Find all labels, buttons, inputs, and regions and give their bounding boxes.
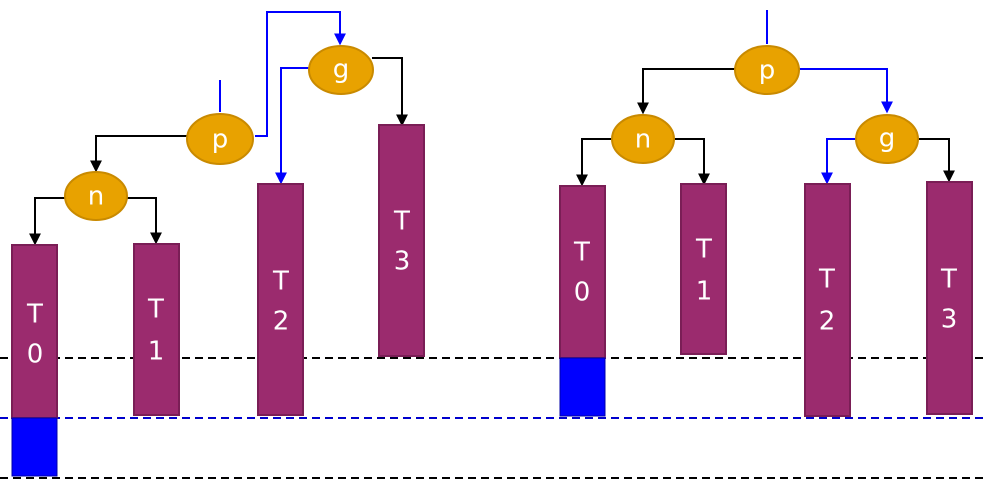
left-t2-label-letter: T	[272, 267, 289, 297]
left-subtree-t0	[11, 244, 58, 419]
left-node-p	[186, 113, 254, 165]
left-subtree-t2	[257, 183, 304, 416]
left-t2-label-index: 2	[273, 307, 290, 337]
right-node-p-label: p	[759, 56, 776, 86]
right-t1-label-letter: T	[695, 235, 712, 265]
left-edge-n-to-t0	[29, 197, 65, 246]
left-node-g	[308, 45, 374, 95]
left-node-g-label: g	[333, 55, 350, 85]
right-node-n-label: n	[635, 125, 651, 155]
left-t3-label-letter: T	[393, 207, 410, 237]
right-node-g	[855, 114, 919, 164]
right-node-p	[734, 45, 800, 95]
left-node-n	[64, 171, 128, 221]
right-t1-label-index: 1	[696, 277, 713, 307]
left-node-n-label: n	[88, 182, 104, 212]
right-node-g-label: g	[879, 124, 896, 154]
right-t0-label-letter: T	[573, 238, 590, 268]
right-edge-n-to-t1	[674, 138, 710, 186]
right-subtree-t0	[559, 185, 606, 359]
right-t3-label-index: 3	[941, 305, 958, 335]
left-t1-label-letter: T	[147, 295, 164, 325]
left-tree: T 0 T 1 T 2 T 3 g p n	[11, 11, 425, 477]
right-t3-label-letter: T	[940, 265, 957, 295]
right-subtree-t1	[680, 183, 727, 355]
right-edge-g-to-t3	[918, 138, 955, 183]
left-edge-g-to-t3	[372, 57, 408, 127]
right-subtree-t2	[804, 183, 851, 417]
left-t3-label-index: 3	[394, 247, 411, 277]
right-t0-label-index: 0	[574, 278, 591, 308]
left-edge-p-to-g	[255, 11, 346, 137]
left-t1-label-index: 1	[148, 337, 165, 367]
right-edge-n-to-t0	[576, 138, 612, 187]
left-edge-p-to-n	[90, 135, 187, 173]
left-node-p-label: p	[212, 125, 229, 155]
right-edge-p-to-n	[637, 68, 735, 115]
right-subtree-t3	[926, 181, 973, 415]
left-edge-n-to-t1	[126, 197, 162, 245]
left-t0-label-index: 0	[27, 340, 44, 370]
right-t2-label-letter: T	[818, 265, 835, 295]
left-edge-g-to-t2	[275, 67, 312, 185]
right-edge-g-to-t2	[821, 138, 856, 185]
right-tree: T 0 T 1 T 2 T 3 p n g	[559, 10, 973, 417]
left-subtree-t1	[133, 243, 180, 416]
left-subtree-t0-extra-level	[11, 417, 58, 477]
left-subtree-t3	[378, 124, 425, 357]
right-t2-label-index: 2	[819, 307, 836, 337]
right-edge-p-to-g	[799, 68, 893, 114]
right-subtree-t0-extra-level	[559, 357, 606, 417]
right-node-n	[611, 114, 675, 164]
left-t0-label-letter: T	[26, 300, 43, 330]
